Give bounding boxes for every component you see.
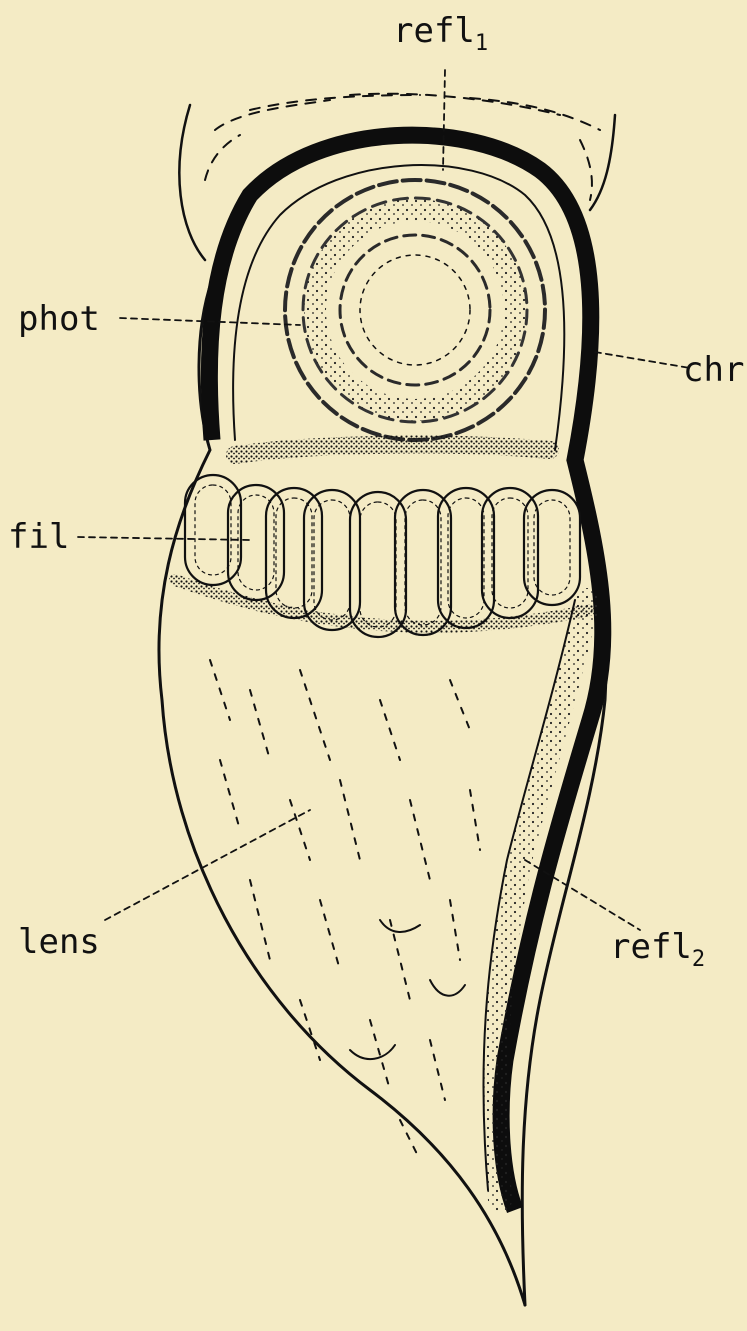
label-phot: phot bbox=[18, 302, 100, 336]
outer-tissue-right bbox=[590, 115, 615, 210]
outer-tissue-left bbox=[179, 105, 205, 260]
leader-fil bbox=[78, 537, 250, 540]
label-lens: lens bbox=[18, 925, 100, 959]
leader-lens bbox=[105, 810, 310, 920]
label-refl2: refl2 bbox=[610, 930, 705, 977]
label-refl1: refl1 bbox=[393, 14, 488, 61]
basal-stipple-layer bbox=[235, 445, 550, 455]
leader-chr bbox=[595, 352, 690, 368]
photoreceptor-rosette bbox=[285, 180, 545, 440]
label-chr: chr bbox=[683, 353, 744, 387]
lens-texture bbox=[210, 660, 480, 1160]
leader-refl1 bbox=[443, 70, 445, 170]
label-fil: fil bbox=[8, 520, 69, 554]
